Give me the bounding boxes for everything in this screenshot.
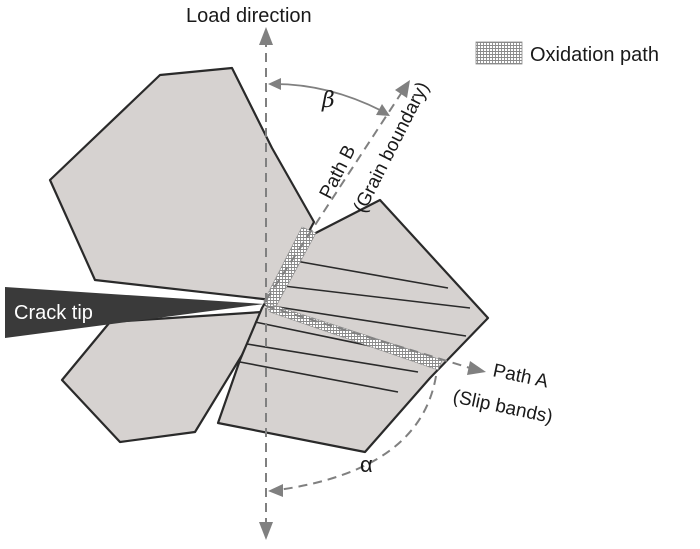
beta-arc-left-arrowhead-icon bbox=[268, 78, 281, 90]
alpha-arc bbox=[277, 375, 437, 491]
grain-right bbox=[216, 198, 490, 454]
load-direction-label: Load direction bbox=[186, 5, 312, 27]
path-a-arrow bbox=[265, 305, 471, 369]
beta-arc-right-arrowhead-icon bbox=[376, 104, 390, 116]
oxidation-legend-label: Oxidation path bbox=[530, 44, 659, 66]
alpha-arc-arrowhead-icon bbox=[268, 484, 283, 497]
slip-bands bbox=[239, 259, 471, 393]
path-a-sublabel-group: (Slip bands) bbox=[451, 386, 555, 428]
path-b-sublabel-group: (Grain boundary) bbox=[350, 79, 434, 217]
oxidation-legend-swatch bbox=[475, 41, 523, 65]
path-b-sublabel: (Grain boundary) bbox=[350, 79, 434, 217]
load-arrow-up-icon bbox=[259, 27, 273, 45]
path-a-label-group: Path A bbox=[491, 360, 550, 392]
path-b-label: Path B bbox=[316, 142, 361, 202]
crack bbox=[5, 287, 264, 338]
path-b-arrow bbox=[265, 91, 403, 301]
path-b-label-group: Path B bbox=[316, 142, 361, 202]
load-arrow-down-icon bbox=[259, 522, 273, 540]
path-a-arrowhead-icon bbox=[467, 361, 486, 375]
alpha-label: α bbox=[360, 452, 373, 477]
path-a-label: Path A bbox=[491, 360, 550, 392]
grain-upper bbox=[48, 66, 316, 302]
beta-label: β bbox=[321, 88, 335, 113]
path-b-arrowhead-icon bbox=[395, 80, 410, 98]
beta-arc bbox=[273, 83, 385, 113]
crack-tip-label: Crack tip bbox=[14, 302, 93, 324]
path-a-sublabel: (Slip bands) bbox=[451, 386, 555, 428]
